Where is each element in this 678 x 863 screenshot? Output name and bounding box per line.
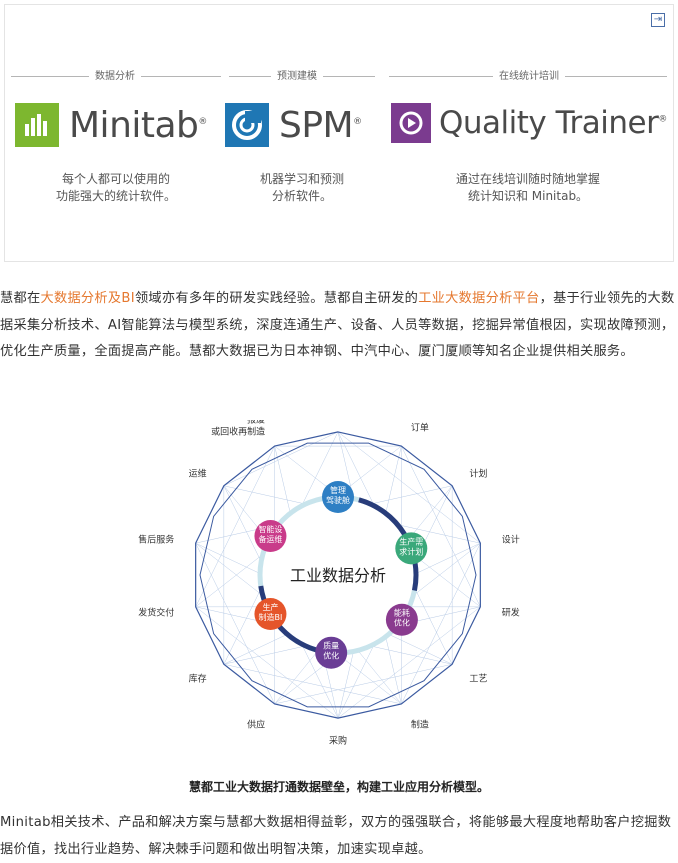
outer-label: 运维: [189, 467, 207, 479]
paragraph-text: 领域亦有多年的研发实践经验。慧都自主研发的: [134, 291, 419, 306]
product-quality-trainer: 在线统计培训 Quality Trainer® 通过在线培训随时随地掌握 统计知…: [389, 67, 667, 217]
outer-label: 库存: [189, 673, 207, 685]
inner-node-label: 生产需: [399, 536, 423, 546]
inner-node-label: 备运维: [258, 534, 282, 544]
outer-label: 研发: [502, 607, 520, 619]
industrial-data-diagram: 工业数据分析管理驾驶舱生产需求计划能耗优化质量优化生产制造BI智能设备运维销售订…: [128, 405, 548, 766]
inner-node-label: 求计划: [399, 546, 423, 556]
product-card: ⇥ 数据分析 Minitab® 每个人都可以使用的 功能强大的统计软件。 预测建…: [4, 4, 674, 262]
product-description: 每个人都可以使用的 功能强大的统计软件。: [55, 172, 176, 203]
spiral-icon: [225, 103, 269, 147]
outer-label: 售后服务: [138, 533, 174, 545]
product-name: Quality Trainer®: [439, 105, 667, 141]
intro-paragraph: 慧都在大数据分析及BI领域亦有多年的研发实践经验。慧都自主研发的工业大数据分析平…: [0, 286, 678, 366]
product-name: Minitab®: [69, 104, 207, 146]
section-label: 预测建模: [271, 67, 323, 82]
inner-node-label: 能耗: [394, 608, 410, 618]
inner-node-label: 管理: [330, 485, 346, 495]
product-description: 机器学习和预测 分析软件。: [259, 172, 344, 203]
outer-label: 计划: [469, 467, 487, 479]
highlight-text: 大数据分析及BI: [40, 291, 135, 306]
outer-label: 工艺: [469, 674, 487, 685]
outer-label: 供应: [247, 718, 265, 730]
product-description: 通过在线培训随时随地掌握 统计知识和 Minitab。: [455, 172, 600, 203]
outer-label: 设计: [502, 533, 520, 545]
exit-icon[interactable]: ⇥: [651, 13, 665, 27]
diagram-caption: 慧都工业大数据打通数据壁垒，构建工业应用分析模型。: [188, 780, 489, 794]
outer-polygon-inner: [199, 442, 477, 708]
outer-label: 订单: [411, 422, 429, 434]
outer-label: 制造: [411, 718, 429, 730]
inner-node-label: 驾驶舱: [326, 495, 350, 505]
outer-label: 报废: [247, 420, 265, 426]
inner-node-label: 生产: [262, 602, 278, 612]
inner-node-label: 质量: [323, 641, 339, 651]
highlight-text: 工业大数据分析平台: [418, 291, 540, 306]
closing-paragraph: Minitab相关技术、产品和解决方案与慧都大数据相得益彰，双方的强强联合，将能…: [0, 815, 672, 857]
outer-label: 发货交付: [138, 607, 174, 619]
inner-node-label: 智能设: [258, 524, 282, 534]
inner-node-label: 制造BI: [259, 612, 283, 622]
paragraph-text: ，基于行业领先的大数据采集分析技术、AI智能算法与模型系统，深度连通生产、设备、…: [0, 291, 675, 359]
center-title: 工业数据分析: [290, 566, 386, 585]
product-minitab: 数据分析 Minitab® 每个人都可以使用的 功能强大的统计软件。: [11, 67, 221, 217]
section-label: 数据分析: [89, 67, 141, 82]
inner-node-label: 优化: [323, 651, 339, 661]
product-name: SPM®: [279, 104, 362, 146]
outer-label: 或回收再制造: [211, 426, 265, 438]
section-label: 在线统计培训: [493, 67, 565, 82]
outer-polygon: [195, 431, 481, 719]
bar-chart-icon: [15, 103, 59, 147]
outer-label: 采购: [329, 735, 347, 747]
play-icon: [391, 103, 431, 143]
inner-node-label: 优化: [394, 618, 410, 628]
paragraph-text: 慧都在: [0, 291, 41, 306]
product-spm: 预测建模 SPM® 机器学习和预测 分析软件。: [225, 67, 375, 217]
